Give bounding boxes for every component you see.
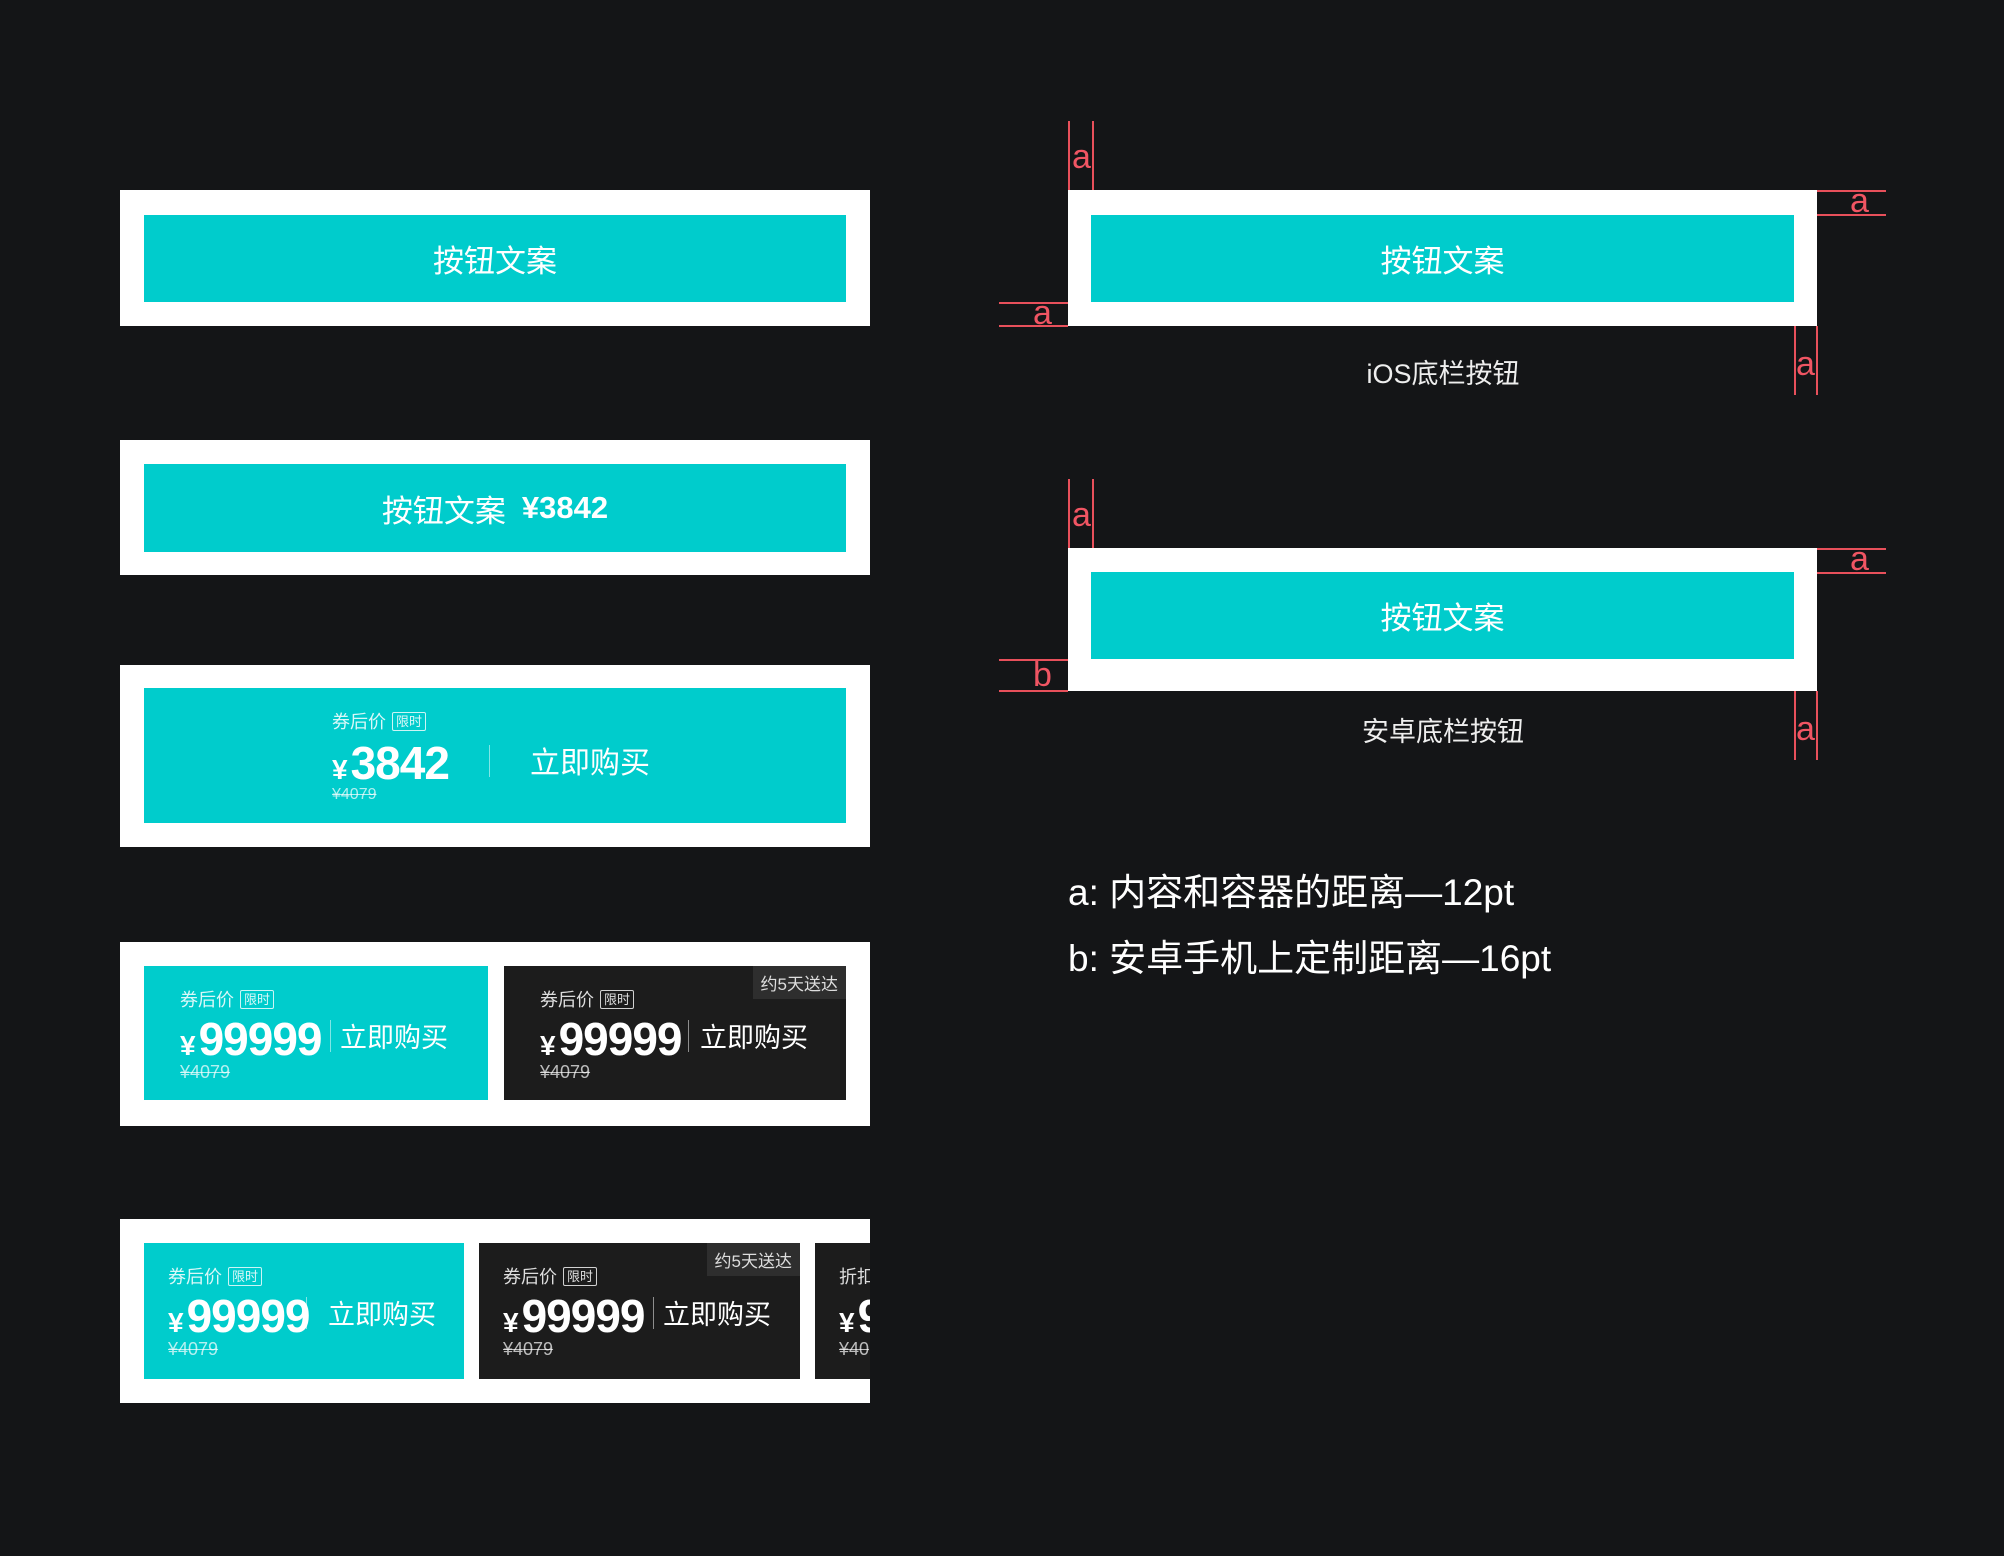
legend-note-b: b: 安卓手机上定制距离—16pt: [1068, 938, 1552, 979]
yen-symbol: ¥: [503, 1307, 519, 1338]
dimension-line: [1817, 214, 1886, 216]
dimension-line: [1068, 479, 1070, 548]
spacing-label-a: a: [1796, 345, 1815, 383]
button-label: 按钮文案: [1380, 601, 1505, 636]
dimension-line: [999, 659, 1068, 661]
original-price: ¥4079: [332, 786, 377, 803]
coupon-price: 99999: [521, 1290, 646, 1342]
dimension-line: [1092, 121, 1094, 190]
spacing-label-a: a: [1072, 496, 1091, 534]
bottom-bar-coupon: 券后价限时 ¥3842 ¥4079 立即购买: [120, 665, 870, 847]
primary-button[interactable]: 按钮文案: [1091, 572, 1794, 659]
bottom-bar-simple: 按钮文案: [120, 190, 870, 326]
spacing-label-a: a: [1033, 294, 1052, 332]
bottom-bar-dual: 券后价限时 ¥99999 ¥4079 立即购买 约5天送达 券后价限时 ¥999…: [120, 942, 870, 1126]
bottom-bar-with-price: 按钮文案 ¥3842: [120, 440, 870, 575]
limited-tag: 限时: [392, 711, 427, 731]
dimension-line: [1816, 691, 1818, 760]
original-price: ¥4079: [180, 1062, 231, 1082]
coupon-price: 3842: [350, 737, 450, 789]
dimension-line: [1817, 548, 1886, 550]
dimension-line: [1816, 326, 1818, 395]
ios-bottom-bar: 按钮文案: [1068, 190, 1817, 326]
coupon-price: 99999: [558, 1013, 683, 1065]
original-price: ¥40: [839, 1339, 870, 1359]
dimension-line: [1092, 479, 1094, 548]
original-price: ¥4079: [540, 1062, 591, 1082]
dimension-line: [1817, 572, 1886, 574]
dimension-line: [1794, 691, 1796, 760]
limited-tag: 限时: [240, 989, 275, 1009]
coupon-label: 券后价: [332, 712, 386, 732]
buy-label: 立即购买: [340, 1023, 448, 1053]
divider: [653, 1297, 654, 1329]
button-label: 按钮文案: [1380, 244, 1505, 279]
buy-now-button-dark[interactable]: 约5天送达 券后价限时 ¥99999 ¥4079 立即购买: [504, 966, 846, 1100]
coupon-price: 99999: [198, 1013, 323, 1065]
limited-tag: 限时: [600, 989, 635, 1009]
button-label: 按钮文案: [433, 244, 557, 279]
yen-symbol: ¥: [168, 1307, 184, 1338]
buy-now-button-dark[interactable]: 约5天送达 券后价限时 ¥99999 ¥4079 立即购买: [479, 1243, 800, 1379]
spacing-label-a: a: [1850, 182, 1869, 220]
primary-button[interactable]: 按钮文案: [144, 215, 846, 302]
coupon-label: 券后价: [180, 990, 234, 1010]
legend-note-a: a: 内容和容器的距离—12pt: [1068, 872, 1515, 913]
dimension-line: [1068, 121, 1070, 190]
buy-label: 立即购买: [663, 1300, 771, 1330]
primary-button-with-price[interactable]: 按钮文案 ¥3842: [144, 464, 846, 552]
original-price: ¥4079: [168, 1339, 219, 1359]
dimension-line: [1817, 190, 1886, 192]
yen-symbol: ¥: [332, 754, 348, 785]
coupon-price: 9: [858, 1293, 870, 1339]
spacing-label-a: a: [1850, 540, 1869, 578]
original-price: ¥4079: [503, 1339, 554, 1359]
buy-label: 立即购买: [700, 1023, 808, 1053]
dimension-line: [1794, 326, 1796, 395]
coupon-price: 99999: [186, 1290, 311, 1342]
buy-now-button[interactable]: 券后价限时 ¥3842 ¥4079 立即购买: [144, 688, 846, 823]
delivery-badge: 约5天送达: [752, 966, 846, 999]
button-label: 按钮文案: [381, 493, 506, 529]
button-price: ¥3842: [521, 490, 609, 525]
coupon-label: 券后价: [168, 1267, 222, 1287]
spacing-label-a: a: [1796, 710, 1815, 748]
buy-now-button[interactable]: 券后价限时 ¥99999 ¥4079 立即购买: [144, 966, 488, 1100]
yen-symbol: ¥: [540, 1030, 556, 1061]
dimension-line: [999, 690, 1068, 692]
yen-symbol: ¥: [180, 1030, 196, 1061]
bottom-bar-scroll: 券后价限时 ¥99999 ¥4079 立即购买 约5天送达 券后价限时 ¥999…: [120, 1219, 870, 1403]
android-caption: 安卓底栏按钮: [1362, 717, 1524, 747]
ios-caption: iOS底栏按钮: [1366, 359, 1520, 389]
buy-now-button-partial[interactable]: 折扣 ¥9 ¥40: [815, 1243, 870, 1379]
buy-label: 立即购买: [530, 747, 650, 780]
coupon-label: 券后价: [540, 990, 594, 1010]
coupon-label: 折扣: [839, 1267, 870, 1287]
primary-button[interactable]: 按钮文案: [1091, 215, 1794, 302]
limited-tag: 限时: [563, 1266, 598, 1286]
divider: [688, 1020, 689, 1052]
divider: [489, 745, 490, 777]
buy-label: 立即购买: [328, 1300, 436, 1330]
delivery-badge: 约5天送达: [706, 1243, 800, 1276]
dimension-line: [999, 325, 1068, 327]
limited-tag: 限时: [228, 1266, 263, 1286]
coupon-label: 券后价: [503, 1267, 557, 1287]
divider: [330, 1020, 331, 1052]
divider: [306, 1297, 307, 1329]
spacing-label-b: b: [1033, 656, 1052, 694]
yen-symbol: ¥: [839, 1307, 855, 1338]
dimension-line: [999, 302, 1068, 304]
android-bottom-bar: 按钮文案: [1068, 548, 1817, 691]
buy-now-button[interactable]: 券后价限时 ¥99999 ¥4079 立即购买: [144, 1243, 464, 1379]
spacing-label-a: a: [1072, 138, 1091, 176]
